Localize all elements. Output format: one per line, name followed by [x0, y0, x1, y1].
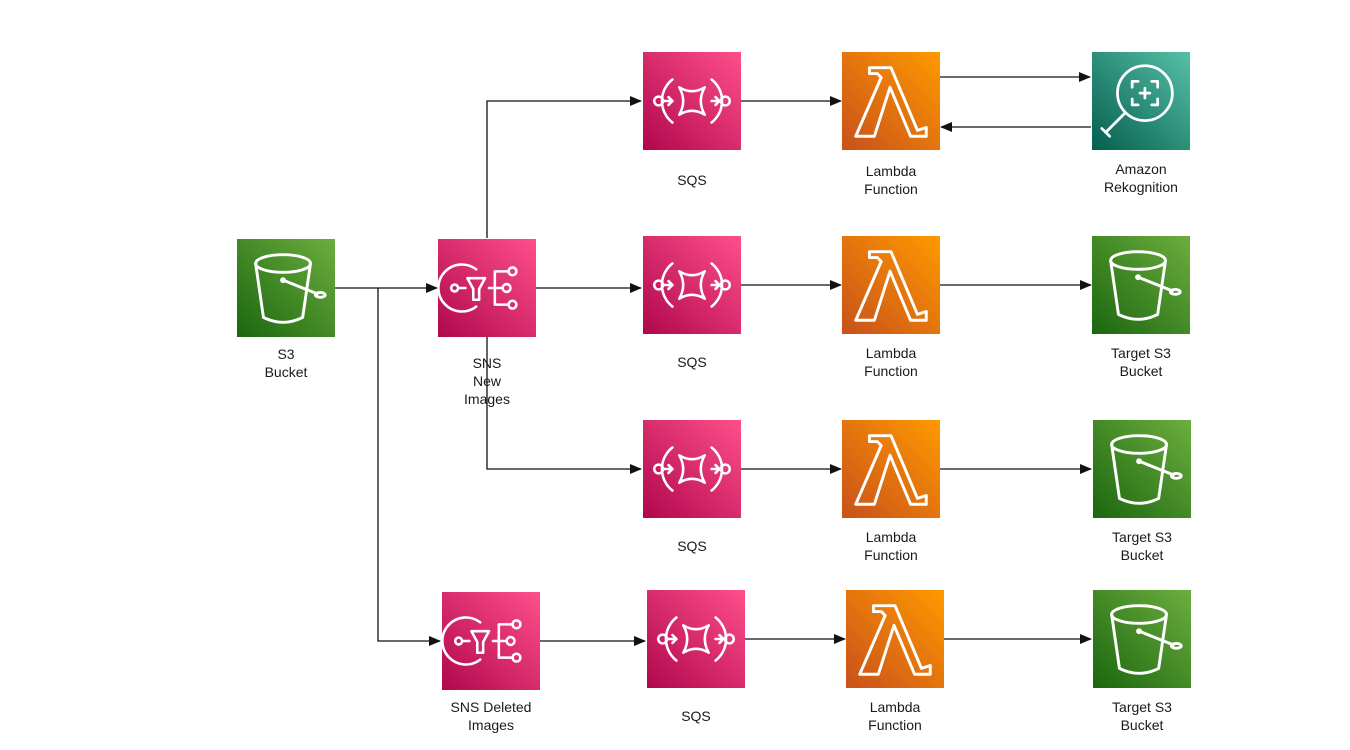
s3-bucket-label: S3 Bucket — [264, 346, 308, 380]
lambda-function-node-3 — [842, 420, 940, 518]
target-s3-bucket-label-3: Target S3 Bucket — [1112, 699, 1172, 733]
s3-bucket-icon — [1092, 236, 1190, 334]
sns-deleted-images-label: SNS Deleted Images — [450, 699, 532, 733]
sqs-queue-node-2 — [643, 236, 741, 334]
target-s3-bucket-node-1 — [1092, 236, 1190, 334]
target-s3-bucket-label-2: Target S3 Bucket — [1112, 529, 1172, 563]
sqs-label-2: SQS — [677, 354, 707, 370]
sqs-label-3: SQS — [677, 538, 707, 554]
sns-new-images-node — [438, 239, 536, 337]
lambda-icon — [846, 590, 944, 688]
s3-bucket-icon — [237, 239, 335, 337]
sqs-queue-icon — [643, 420, 741, 518]
lambda-function-label-2: Lambda Function — [864, 345, 918, 379]
lambda-function-label-3: Lambda Function — [864, 529, 918, 563]
lambda-function-node-2 — [842, 236, 940, 334]
lambda-icon — [842, 52, 940, 150]
sqs-label-1: SQS — [677, 172, 707, 188]
sns-new-images-label: SNS New Images — [464, 355, 510, 407]
target-s3-bucket-label-1: Target S3 Bucket — [1111, 345, 1171, 379]
s3-bucket-node — [237, 239, 335, 337]
sns-topic-icon — [438, 239, 536, 337]
sqs-queue-icon — [643, 52, 741, 150]
sqs-queue-node-4 — [647, 590, 745, 688]
sns-topic-icon — [442, 592, 540, 690]
sqs-label-4: SQS — [681, 708, 711, 724]
rekognition-label: Amazon Rekognition — [1104, 161, 1178, 195]
rekognition-node — [1092, 52, 1190, 150]
arrow-sns-new-to-sqs-1 — [486, 96, 642, 238]
sqs-queue-icon — [643, 236, 741, 334]
lambda-function-node-4 — [846, 590, 944, 688]
sqs-queue-node-3 — [643, 420, 741, 518]
target-s3-bucket-node-2 — [1093, 420, 1191, 518]
lambda-icon — [842, 420, 940, 518]
sqs-queue-icon — [647, 590, 745, 688]
s3-bucket-icon — [1093, 420, 1191, 518]
s3-bucket-icon — [1093, 590, 1191, 688]
sns-deleted-images-node — [442, 592, 540, 690]
lambda-icon — [842, 236, 940, 334]
lambda-function-label-4: Lambda Function — [868, 699, 922, 733]
target-s3-bucket-node-3 — [1093, 590, 1191, 688]
arrow-s3-to-sns-deleted — [377, 288, 441, 646]
lambda-function-node-1 — [842, 52, 940, 150]
rekognition-icon — [1092, 52, 1190, 150]
arrow-sns-new-to-sqs-3 — [486, 337, 642, 474]
sqs-queue-node-1 — [643, 52, 741, 150]
lambda-function-label-1: Lambda Function — [864, 163, 918, 197]
